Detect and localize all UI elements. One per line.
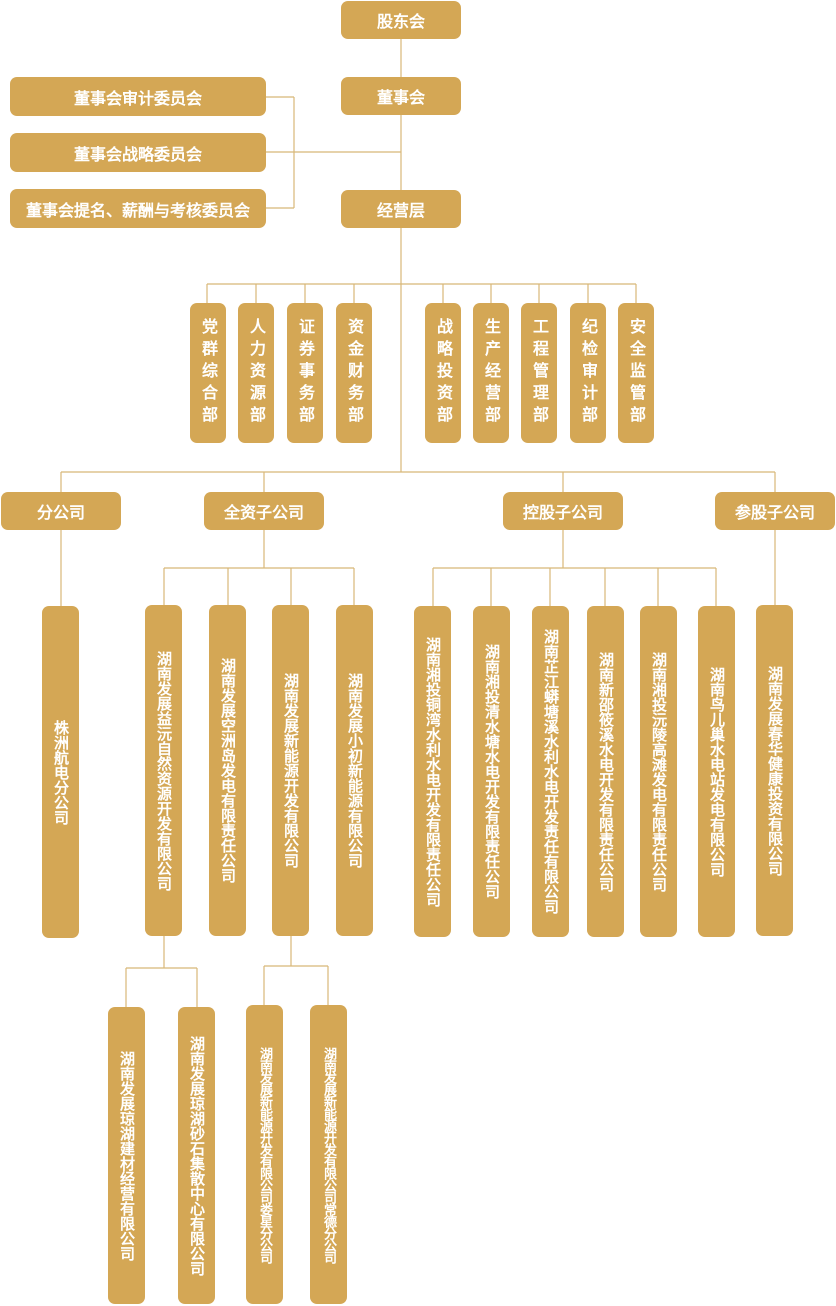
yiyuan-subsidiary-box: 湖南发展琼湖砂石集散中心有限公司 [178,1007,215,1304]
participating-category-box: 参股子公司 [715,492,835,530]
department-box: 工程管理部 [521,303,557,443]
wholly-owned-category-box: 全资子公司 [204,492,324,530]
nomination-compensation-committee-box: 董事会提名、薪酬与考核委员会 [10,189,266,228]
department-box: 战略投资部 [425,303,461,443]
branch-category-box: 分公司 [1,492,121,530]
holding-company-box: 湖南湘投清水塘水电开发有限责任公司 [473,606,510,937]
holding-company-box: 湖南芷江蟒塘溪水利水电开发责任有限公司 [532,606,569,937]
board-of-directors-box: 董事会 [341,77,461,115]
holding-category-box: 控股子公司 [503,492,623,530]
wholly-owned-company-box: 湖南发展空洲岛发电有限责任公司 [209,605,246,936]
wholly-owned-company-box: 湖南发展新能源开发有限公司 [272,605,309,936]
management-box: 经营层 [341,190,461,228]
department-box: 资金财务部 [336,303,372,443]
new-energy-branch-box: 湖南发展新能源开发有限公司常德分公司 [310,1005,347,1304]
department-box: 证券事务部 [287,303,323,443]
holding-company-box: 湖南鸟儿巢水电站发电有限公司 [698,606,735,937]
department-box: 人力资源部 [238,303,274,443]
department-box: 党群综合部 [190,303,226,443]
department-box: 生产经营部 [473,303,509,443]
new-energy-branch-box: 湖南发展新能源开发有限公司娄星分公司 [246,1005,283,1304]
holding-company-box: 湖南湘投铜湾水利水电开发有限责任公司 [414,606,451,937]
audit-committee-box: 董事会审计委员会 [10,77,266,116]
wholly-owned-company-box: 湖南发展益沅自然资源开发有限公司 [145,605,182,936]
department-box: 纪检审计部 [570,303,606,443]
department-box: 安全监管部 [618,303,654,443]
shareholders-meeting-box: 股东会 [341,1,461,39]
holding-company-box: 湖南湘投沅陵高滩发电有限责任公司 [640,606,677,937]
holding-company-box: 湖南新邵筱溪水电开发有限责任公司 [587,606,624,937]
strategy-committee-box: 董事会战略委员会 [10,133,266,172]
wholly-owned-company-box: 湖南发展小初新能源有限公司 [336,605,373,936]
branch-company-box: 株洲航电分公司 [42,606,79,938]
yiyuan-subsidiary-box: 湖南发展琼湖建材经营有限公司 [108,1007,145,1304]
participating-company-box: 湖南发展春华健康投资有限公司 [756,605,793,936]
